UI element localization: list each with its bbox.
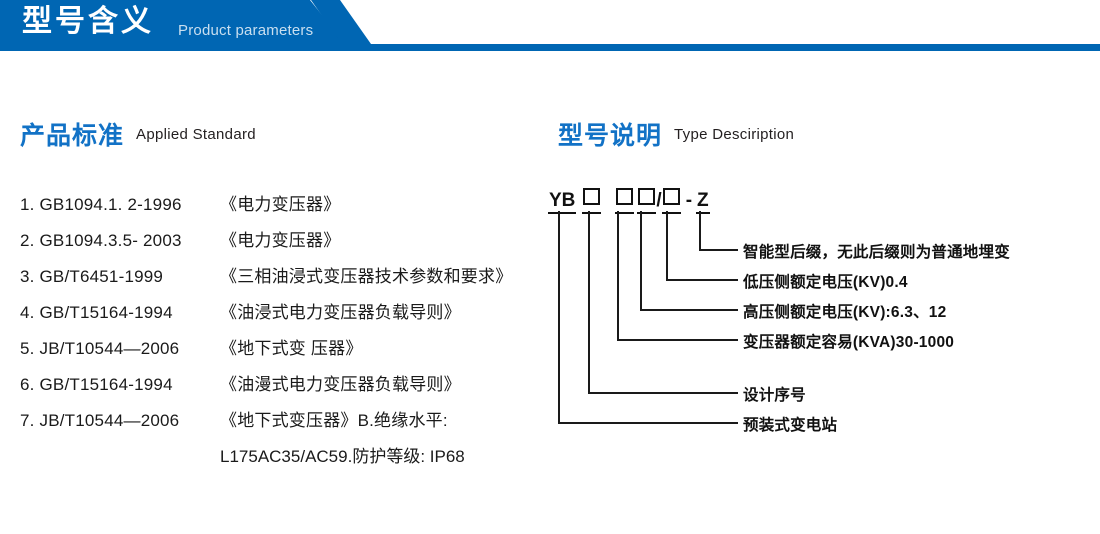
section-heading-applied-standard: 产品标准 Applied Standard [20, 116, 256, 152]
leader-line-2 [666, 224, 738, 281]
standard-name: 《电力变压器》 [220, 195, 341, 214]
code-box-icon [662, 188, 680, 205]
standard-name: 《油浸式电力变压器负载导则》 [220, 303, 461, 322]
standard-list-item: 3. GB/T6451-1999 《三相油浸式变压器技术参数和要求》 [20, 262, 540, 298]
callout-label-hv-rated-voltage: 高压侧额定电压(KV):6.3、12 [743, 304, 947, 321]
standard-name: 《电力变压器》 [220, 231, 341, 250]
standard-list-item: 4. GB/T15164-1994 《油浸式电力变压器负载导则》 [20, 298, 540, 334]
model-code-slash: / [656, 190, 662, 211]
standard-name: 《地下式变压器》B.绝缘水平: [220, 411, 448, 430]
standard-name-continuation: L175AC35/AC59.防护等级: IP68 [220, 447, 465, 466]
standard-code: 1. GB1094.1. 2-1996 [20, 195, 182, 214]
standard-list-item: 7. JB/T10544—2006 《地下式变压器》B.绝缘水平: [20, 406, 540, 442]
standard-list-item: 6. GB/T15164-1994 《油漫式电力变压器负载导则》 [20, 370, 540, 406]
model-code-part-box-4 [661, 188, 681, 214]
callout-label-intelligent-suffix: 智能型后缀，无此后缀则为普通地埋变 [743, 244, 1010, 261]
leader-line-4 [617, 224, 738, 341]
model-code-diagram: YB / -Z 智能型后缀，无此后缀则为普通地埋变 低压侧额定电压(KV)0.4 [548, 188, 1088, 438]
model-code-string: YB / -Z [548, 188, 710, 214]
standard-code: 6. GB/T15164-1994 [20, 375, 173, 394]
model-code-part-box-1 [582, 188, 602, 214]
standard-code: 5. JB/T10544—2006 [20, 339, 180, 358]
section-heading-type-description-en: Type Desciription [674, 125, 795, 143]
model-code-part-yb: YB [548, 191, 577, 214]
standard-list-item: 1. GB1094.1. 2-1996 《电力变压器》 [20, 190, 540, 226]
standard-code: 7. JB/T10544—2006 [20, 411, 180, 430]
model-code-dash: - [685, 190, 693, 211]
standard-code: 4. GB/T15164-1994 [20, 303, 173, 322]
standards-list: 1. GB1094.1. 2-1996 《电力变压器》 2. GB1094.3.… [20, 190, 540, 478]
page-header-banner: 型号含义 Product parameters [0, 0, 1100, 52]
standard-code: 2. GB1094.3.5- 2003 [20, 231, 182, 250]
code-box-icon [583, 188, 601, 205]
standard-list-item: 5. JB/T10544—2006 《地下式变 压器》 [20, 334, 540, 370]
header-title-english: Product parameters [178, 22, 314, 39]
callout-label-rated-capacity: 变压器额定容易(KVA)30-1000 [743, 334, 955, 351]
header-title-chinese: 型号含义 [22, 5, 154, 38]
standard-code: 3. GB/T6451-1999 [20, 267, 164, 286]
header-underline-bar [0, 44, 1100, 51]
section-heading-type-description: 型号说明 Type Desciription [558, 116, 794, 152]
code-box-icon [638, 188, 656, 205]
model-code-part-z: Z [696, 191, 710, 214]
section-heading-type-description-cn: 型号说明 [558, 122, 663, 150]
header-blue-shape [0, 0, 345, 44]
leader-line-3 [640, 224, 738, 311]
standard-name: 《三相油浸式变压器技术参数和要求》 [220, 267, 513, 286]
leader-line-1 [699, 224, 738, 251]
callout-label-lv-rated-voltage: 低压侧额定电压(KV)0.4 [743, 274, 908, 291]
standard-list-item: 2. GB1094.3.5- 2003 《电力变压器》 [20, 226, 540, 262]
callout-label-prefab-substation: 预装式变电站 [743, 417, 838, 434]
standard-name: 《地下式变 压器》 [220, 339, 363, 358]
model-code-part-box-3 [637, 188, 657, 214]
standard-list-item-continuation: L175AC35/AC59.防护等级: IP68 [20, 442, 540, 478]
callout-label-design-serial-number: 设计序号 [743, 387, 806, 404]
standard-name: 《油漫式电力变压器负载导则》 [220, 375, 461, 394]
model-code-part-box-2 [615, 188, 635, 214]
section-heading-applied-standard-cn: 产品标准 [20, 122, 125, 150]
code-box-icon [616, 188, 634, 205]
leader-line-6 [558, 224, 738, 424]
section-heading-applied-standard-en: Applied Standard [136, 125, 256, 143]
leader-line-5 [588, 224, 738, 394]
leader-lines [558, 211, 738, 424]
